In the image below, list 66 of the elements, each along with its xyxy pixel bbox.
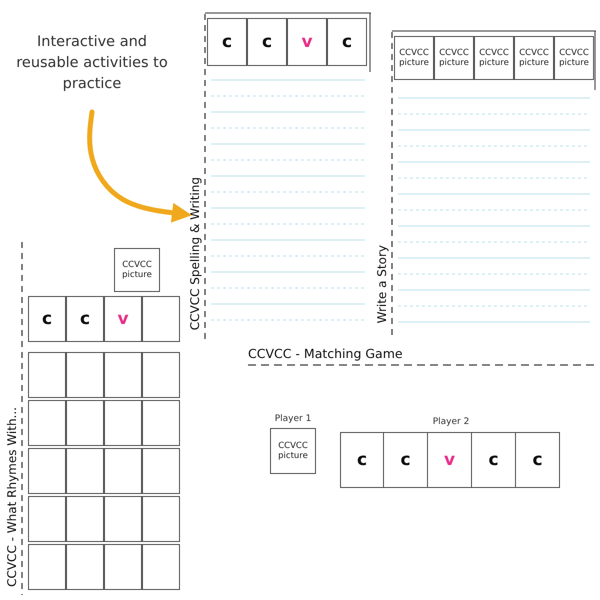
letter-tile bbox=[247, 18, 287, 66]
letter-text: c bbox=[356, 450, 368, 470]
card-text: CCVCC picture bbox=[438, 48, 470, 68]
answer-box bbox=[66, 496, 104, 542]
picture-card bbox=[514, 36, 554, 80]
answer-box bbox=[142, 544, 180, 590]
worksheet-title: CCVCC - Matching Game bbox=[248, 346, 403, 361]
letter-tile bbox=[340, 432, 384, 488]
letter-text: c bbox=[80, 309, 90, 329]
letter-text: c bbox=[222, 32, 232, 52]
worksheet-title: Write a Story bbox=[375, 244, 389, 323]
card-text: CCVCC picture bbox=[478, 48, 510, 68]
letter-text: c bbox=[532, 450, 543, 470]
answer-box bbox=[66, 400, 104, 446]
letter-text: v bbox=[444, 450, 456, 470]
answer-box bbox=[28, 400, 66, 446]
letter-text: c bbox=[42, 309, 52, 329]
answer-box bbox=[142, 352, 180, 398]
answer-box bbox=[28, 496, 66, 542]
picture-card bbox=[474, 36, 514, 80]
answer-box bbox=[104, 544, 142, 590]
letter-text: c bbox=[342, 32, 352, 52]
answer-box bbox=[28, 544, 66, 590]
letter-tile bbox=[287, 18, 327, 66]
answer-box bbox=[142, 448, 180, 494]
answer-box bbox=[104, 352, 142, 398]
letter-tile bbox=[327, 18, 367, 66]
picture-card bbox=[554, 36, 594, 80]
letter-tile bbox=[428, 432, 472, 488]
letter-tile bbox=[207, 18, 247, 66]
letter-text: v bbox=[117, 309, 129, 329]
letter-text: c bbox=[400, 450, 411, 470]
note-text: Interactive and reusable activities to practice bbox=[12, 32, 172, 108]
player-label: Player 2 bbox=[432, 417, 470, 427]
curved-arrow bbox=[87, 110, 192, 223]
answer-box bbox=[142, 400, 180, 446]
picture-card bbox=[394, 36, 434, 80]
letter-tile bbox=[384, 432, 428, 488]
answer-box bbox=[66, 352, 104, 398]
card-text: CCVCC picture bbox=[558, 48, 590, 68]
player-label: Player 1 bbox=[274, 414, 312, 424]
answer-box bbox=[142, 496, 180, 542]
card-text: CCVCC picture bbox=[518, 48, 550, 68]
letter-tile bbox=[516, 432, 560, 488]
card-text: CCVCC picture bbox=[398, 48, 430, 68]
worksheet-title: CCVCC Spelling & Writing bbox=[188, 176, 202, 330]
answer-box bbox=[142, 296, 180, 342]
answer-box bbox=[104, 400, 142, 446]
answer-box bbox=[28, 352, 66, 398]
letter-text: c bbox=[262, 32, 272, 52]
letter-tile bbox=[66, 296, 104, 342]
picture-card bbox=[114, 248, 160, 292]
answer-box bbox=[28, 448, 66, 494]
card-text: CCVCC picture bbox=[121, 260, 153, 280]
worksheet-title: CCVCC - What Rhymes With... bbox=[5, 407, 19, 587]
letter-text: v bbox=[301, 32, 313, 52]
letter-tile bbox=[472, 432, 516, 488]
letter-tile bbox=[28, 296, 66, 342]
letter-tile bbox=[104, 296, 142, 342]
answer-box bbox=[104, 496, 142, 542]
card-text: CCVCC picture bbox=[277, 440, 309, 462]
picture-card bbox=[434, 36, 474, 80]
answer-box bbox=[104, 448, 142, 494]
answer-box bbox=[66, 448, 104, 494]
letter-text: c bbox=[488, 450, 499, 470]
answer-box bbox=[66, 544, 104, 590]
